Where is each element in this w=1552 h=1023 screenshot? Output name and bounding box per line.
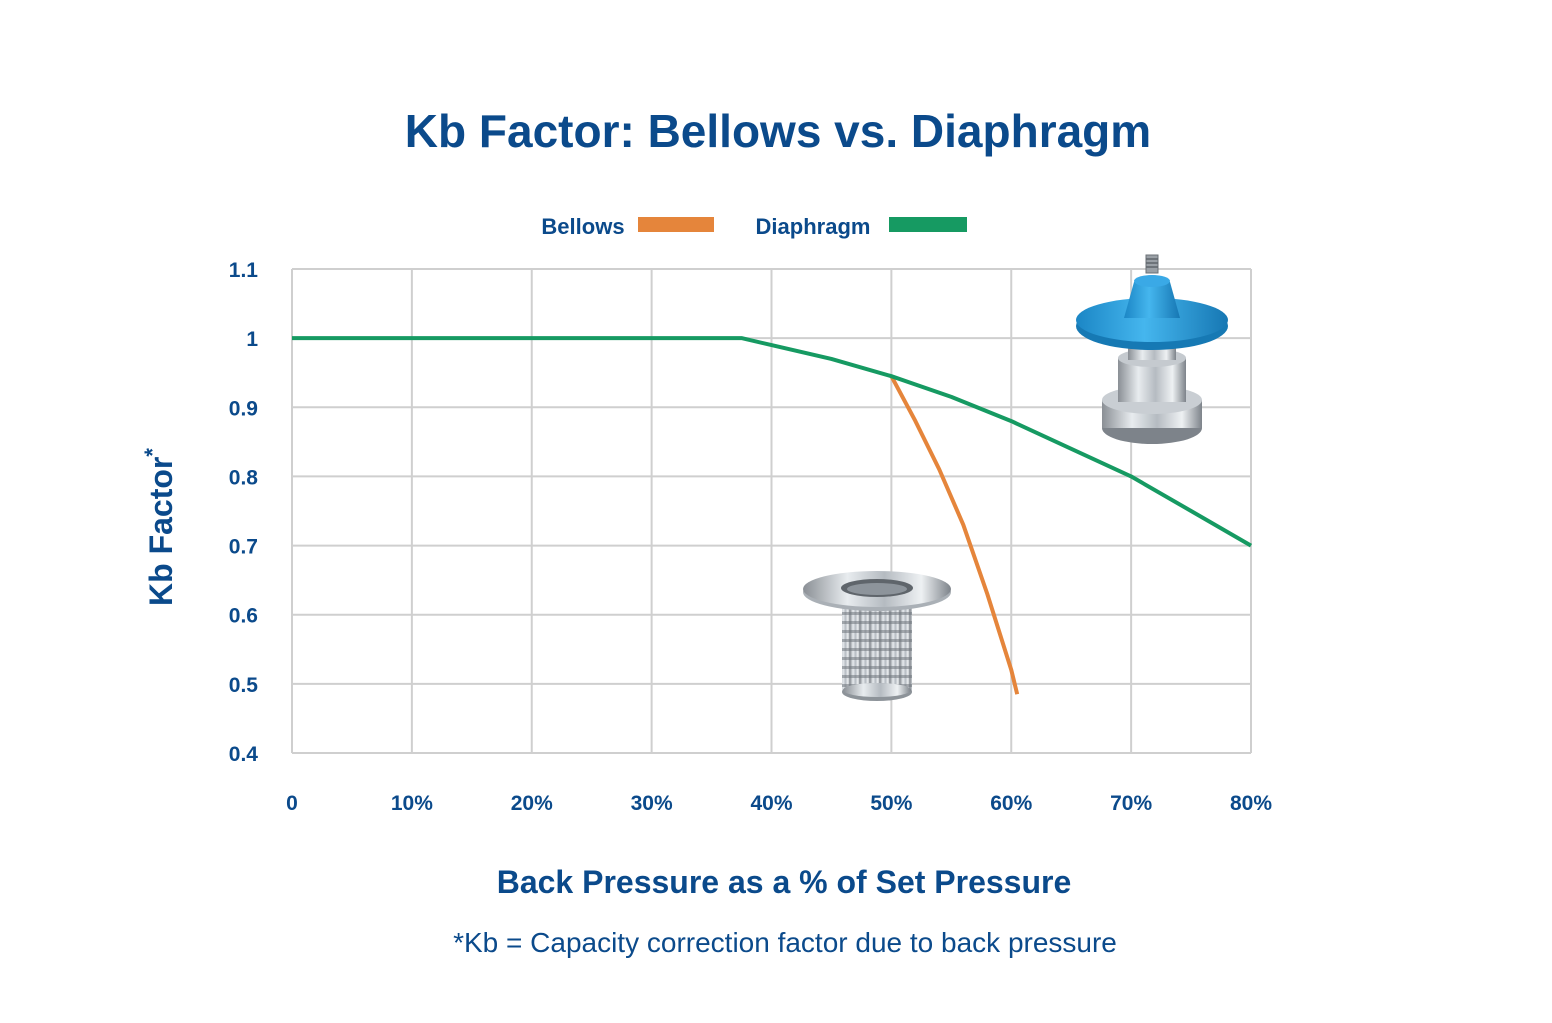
x-tick-label-6: 60% <box>990 792 1032 815</box>
series-line-bellows <box>889 375 1020 695</box>
y-tick-label-2: 0.6 <box>229 605 258 628</box>
series <box>292 336 1253 695</box>
y-tick-label-4: 0.8 <box>229 466 259 489</box>
y-tick-label-7: 1.1 <box>229 259 259 282</box>
x-tick-label-1: 10% <box>391 792 433 815</box>
legend-swatch-diaphragm <box>889 217 967 232</box>
y-tick-label-5: 0.9 <box>229 397 258 420</box>
x-axis-title: Back Pressure as a % of Set Pressure <box>497 864 1072 900</box>
legend-swatch-bellows <box>638 217 714 232</box>
x-tick-label-8: 80% <box>1230 792 1272 815</box>
y-tick-label-0: 0.4 <box>229 743 259 766</box>
legend: Bellows Diaphragm <box>541 214 967 239</box>
x-tick-label-7: 70% <box>1110 792 1152 815</box>
y-axis-title: Kb Factor* <box>140 448 179 606</box>
y-tick-label-3: 0.7 <box>229 536 258 559</box>
x-tick-label-3: 30% <box>631 792 673 815</box>
y-tick-labels: 0.4 0.5 0.6 0.7 0.8 0.9 1 1.1 <box>229 259 259 766</box>
bellows-image <box>803 571 951 701</box>
chart-title: Kb Factor: Bellows vs. Diaphragm <box>405 105 1151 157</box>
diaphragm-valve-image <box>1076 254 1228 444</box>
grid <box>291 268 1252 754</box>
x-tick-labels: 0 10% 20% 30% 40% 50% 60% 70% 80% <box>286 792 1272 815</box>
y-axis-title-text: Kb Factor <box>143 457 179 606</box>
x-tick-label-4: 40% <box>750 792 792 815</box>
legend-label-diaphragm: Diaphragm <box>756 214 871 239</box>
legend-label-bellows: Bellows <box>541 214 624 239</box>
x-tick-label-0: 0 <box>286 792 298 815</box>
footnote: *Kb = Capacity correction factor due to … <box>453 927 1117 958</box>
x-tick-label-5: 50% <box>870 792 912 815</box>
series-line-diaphragm <box>292 336 1253 548</box>
y-tick-label-1: 0.5 <box>229 674 259 697</box>
x-tick-label-2: 20% <box>511 792 553 815</box>
y-axis-title-mark: * <box>140 448 165 457</box>
y-tick-label-6: 1 <box>246 328 258 351</box>
